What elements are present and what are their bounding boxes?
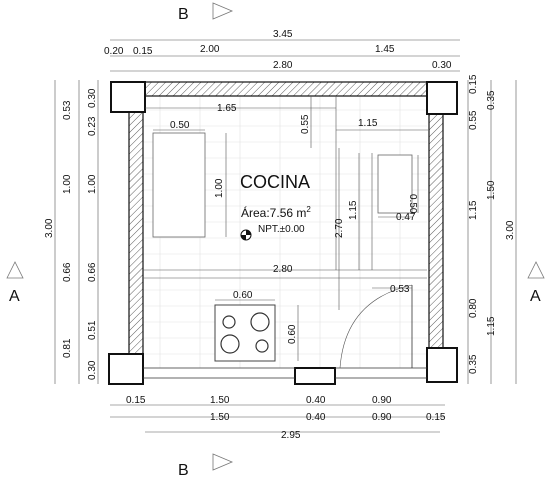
burner xyxy=(220,334,240,354)
dim-top-right: 1.45 xyxy=(375,44,395,55)
dim-top-mid: 2.00 xyxy=(200,44,220,55)
dim-top-inner-right: 0.30 xyxy=(432,60,452,71)
dim-bot-c: 0.40 xyxy=(306,395,326,406)
level-symbol xyxy=(240,229,252,241)
dim-counter-depth: 0.50 xyxy=(170,120,190,131)
floor-level: NPT.±0.00 xyxy=(258,224,305,235)
furniture xyxy=(143,96,427,369)
dim-left2-f: 0.30 xyxy=(87,360,98,380)
burner xyxy=(255,339,269,353)
cut-label-left: A xyxy=(9,288,20,305)
dim-stove-w: 0.60 xyxy=(233,290,253,301)
cut-label-bottom: B xyxy=(178,462,189,479)
dim-right-d: 0.80 xyxy=(468,298,479,318)
dim-bot-a: 0.15 xyxy=(126,395,146,406)
room-area: Área:7.56 m2 xyxy=(241,205,311,220)
dim-right-b: 0.55 xyxy=(468,110,479,130)
section-cut-a-left: A xyxy=(6,261,24,305)
dim-top-inner: 2.80 xyxy=(273,60,293,71)
dim-left-a: 0.53 xyxy=(62,100,73,120)
dim-right-a: 0.15 xyxy=(468,74,479,94)
wall-right xyxy=(428,111,444,349)
burner xyxy=(222,315,236,329)
cut-label-right: A xyxy=(530,288,541,305)
dim-right2-a: 0.35 xyxy=(486,90,497,110)
dim-bot-d: 0.90 xyxy=(372,395,392,406)
dim-right2-b: 1.50 xyxy=(486,180,497,200)
section-cut-b-bottom: B xyxy=(178,453,234,479)
dimension-lines xyxy=(54,39,517,433)
dim-door: 0.53 xyxy=(390,284,410,295)
column-bottom-right xyxy=(426,347,458,383)
dim-fridge-w: 0.50 xyxy=(407,194,418,214)
dim-left2-d: 0.66 xyxy=(87,262,98,282)
column-top-right xyxy=(426,81,458,115)
dim-bot2-b: 1.50 xyxy=(210,412,230,423)
cut-label-top: B xyxy=(178,6,189,23)
dim-mid-v2: 2.70 xyxy=(334,218,345,238)
fridge xyxy=(377,154,413,214)
dim-right-upper-h: 1.15 xyxy=(358,118,378,129)
stove xyxy=(214,304,276,362)
burner xyxy=(250,312,270,332)
dim-bot-b: 1.50 xyxy=(210,395,230,406)
section-cut-b-top: B xyxy=(178,2,234,23)
dim-right2-c: 1.15 xyxy=(486,316,497,336)
wall-left xyxy=(128,111,144,355)
dim-left-b: 1.00 xyxy=(62,174,73,194)
dim-top-total: 3.45 xyxy=(273,29,293,40)
dim-left-total: 3.00 xyxy=(44,218,55,238)
dim-left-d: 0.81 xyxy=(62,338,73,358)
dim-left2-e: 0.51 xyxy=(87,320,98,340)
wall-top xyxy=(144,81,428,97)
section-cut-a-right: A xyxy=(527,261,545,305)
dim-top-left-a: 0.20 xyxy=(104,46,124,57)
dim-stove-d: 0.60 xyxy=(287,324,298,344)
dim-bot2-e: 0.15 xyxy=(426,412,446,423)
dim-right-c: 1.15 xyxy=(468,200,479,220)
dim-left2-a: 0.30 xyxy=(87,88,98,108)
column-bottom-left xyxy=(108,353,144,385)
dim-left-c: 0.66 xyxy=(62,262,73,282)
walls xyxy=(108,81,458,385)
dim-top-left-b: 0.15 xyxy=(133,46,153,57)
dim-left2-b: 0.23 xyxy=(87,116,98,136)
dim-counter-len: 1.00 xyxy=(214,178,225,198)
dim-mid-v: 1.15 xyxy=(348,200,359,220)
counter xyxy=(152,132,206,238)
dim-mid-h: 2.80 xyxy=(273,264,293,275)
dim-fridge-d: 0.47 xyxy=(396,212,416,223)
dim-left2-c: 1.00 xyxy=(87,174,98,194)
column-bottom-mid xyxy=(294,367,336,385)
column-top-left xyxy=(110,81,146,113)
dim-bot2-c: 0.40 xyxy=(306,412,326,423)
dim-bot2-d: 0.90 xyxy=(372,412,392,423)
dim-counter-width: 1.65 xyxy=(217,103,237,114)
dim-right-e: 0.35 xyxy=(468,354,479,374)
door-swing xyxy=(339,284,413,369)
dim-bot-total: 2.95 xyxy=(281,430,301,441)
dim-right-upper-v: 0.55 xyxy=(300,114,311,134)
room-name: COCINA xyxy=(240,172,310,192)
dim-right3: 3.00 xyxy=(505,220,516,240)
